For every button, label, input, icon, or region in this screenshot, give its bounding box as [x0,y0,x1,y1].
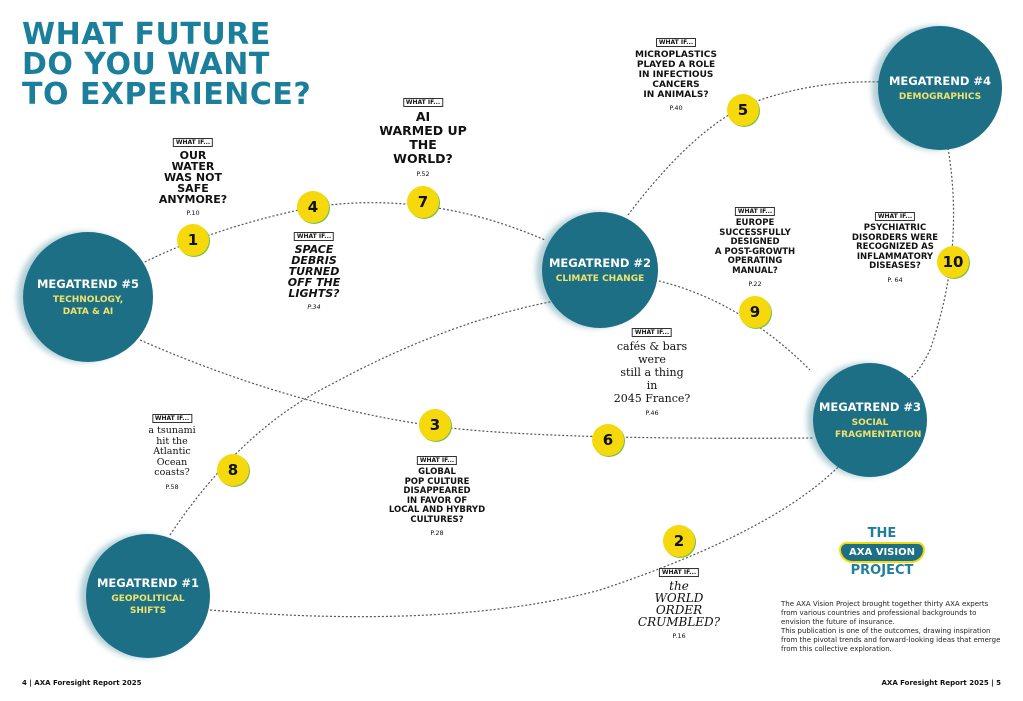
scenario-text: MICROPLASTICS PLAYED A ROLE IN INFECTIOU… [634,50,718,100]
megatrend-2[interactable]: MEGATREND #2 CLIMATE CHANGE [542,212,658,328]
megatrend-subtitle: GEOPOLITICAL SHIFTS [111,593,185,616]
page-ref: P.10 [186,209,200,217]
page-ref: P.34 [307,303,321,311]
axa-vision-project-logo: THE AXA VISION PROJECT [837,527,927,577]
scenario-9: WHAT IF... EUROPE SUCCESSFULLY DESIGNED … [715,205,795,290]
what-if-tag: WHAT IF... [293,232,335,241]
scenario-text: OUR WATER WAS NOT SAFE ANYMORE? [158,149,228,206]
scenario-text: AI WARMED UP THE WORLD? [379,109,467,166]
path-mt2-mt4 [627,81,881,216]
what-if-tag: WHAT IF... [734,207,776,216]
scenario-10: WHAT IF... PSYCHIATRIC DISORDERS WERE RE… [852,210,938,286]
scenario-6: WHAT IF... cafés & bars were still a thi… [613,326,691,419]
page-ref: P.46 [645,409,659,417]
path-mt1-mt2 [169,299,561,536]
scenario-badge-10[interactable]: 10 [937,246,969,278]
page-ref: P.28 [430,529,444,537]
scenario-badge-7[interactable]: 7 [407,186,439,218]
megatrend-3[interactable]: MEGATREND #3 SOCIAL FRAGMENTATION [813,363,927,477]
scenario-5: WHAT IF... MICROPLASTICS PLAYED A ROLE I… [635,36,717,114]
scenario-badge-1[interactable]: 1 [177,224,209,256]
logo-text: PROJECT [850,563,914,578]
page-ref: P.16 [672,632,686,640]
megatrend-label: MEGATREND #4 [888,73,992,88]
page-ref: P.58 [165,482,179,491]
what-if-tag: WHAT IF... [151,414,193,423]
page-ref: P.52 [416,170,430,178]
scenario-badge-3[interactable]: 3 [419,409,451,441]
scenario-4: WHAT IF... SPACE DEBRIS TURNED OFF THE L… [288,230,340,313]
path-mt1-mt3 [209,459,846,618]
title-line: WHAT FUTURE [22,17,271,52]
footer-left: 4 | AXA Foresight Report 2025 [22,679,142,687]
what-if-tag: WHAT IF... [402,98,444,107]
megatrend-label: MEGATREND #1 [96,575,200,590]
megatrend-5[interactable]: MEGATREND #5 TECHNOLOGY, DATA & AI [23,232,153,362]
page-ref: P.40 [669,104,683,112]
scenario-badge-8[interactable]: 8 [217,454,249,486]
megatrend-subtitle: TECHNOLOGY, DATA & AI [52,294,124,317]
what-if-tag: WHAT IF... [658,568,700,577]
what-if-tag: WHAT IF... [655,38,697,47]
scenario-text: a tsunami hit the Atlantic Ocean coasts? [148,425,196,478]
scenario-text: cafés & bars were still a thing in 2045 … [613,340,691,405]
what-if-tag: WHAT IF... [631,328,673,337]
scenario-text: the WORLD ORDER CRUMBLED? [637,579,721,629]
page-title: WHAT FUTURE DO YOU WANT TO EXPERIENCE? [22,20,311,110]
megatrend-subtitle: DEMOGRAPHICS [898,91,982,102]
scenario-8: WHAT IF... a tsunami hit the Atlantic Oc… [148,412,196,493]
title-line: TO EXPERIENCE? [22,77,312,112]
scenario-7: WHAT IF... AI WARMED UP THE WORLD? P.52 [379,96,467,180]
logo-text: THE [867,526,897,541]
title-line: DO YOU WANT [22,47,270,82]
page-ref: P.22 [748,280,762,288]
megatrend-subtitle: SOCIAL FRAGMENTATION [835,417,922,440]
what-if-tag: WHAT IF... [416,456,458,465]
scenario-text: EUROPE SUCCESSFULLY DESIGNED A POST-GROW… [714,218,796,276]
scenario-2: WHAT IF... the WORLD ORDER CRUMBLED? P.1… [638,566,720,642]
megatrend-label: MEGATREND #2 [548,255,652,270]
path-mt4-mt3 [904,147,955,381]
megatrend-label: MEGATREND #3 [818,399,922,414]
what-if-tag: WHAT IF... [874,212,916,221]
scenario-text: SPACE DEBRIS TURNED OFF THE LIGHTS? [287,243,341,300]
scenario-badge-9[interactable]: 9 [739,296,771,328]
scenario-text: GLOBAL POP CULTURE DISAPPEARED IN FAVOR … [388,467,486,525]
scenario-text: PSYCHIATRIC DISORDERS WERE RECOGNIZED AS… [851,223,939,271]
footer-right: AXA Foresight Report 2025 | 5 [881,679,1002,687]
logo-text: AXA VISION [839,542,925,563]
scenario-badge-4[interactable]: 4 [297,191,329,223]
what-if-tag: WHAT IF... [172,138,214,147]
megatrend-subtitle: CLIMATE CHANGE [555,273,645,284]
scenario-1: WHAT IF... OUR WATER WAS NOT SAFE ANYMOR… [159,136,227,219]
megatrend-label: MEGATREND #5 [36,276,140,291]
megatrend-4[interactable]: MEGATREND #4 DEMOGRAPHICS [878,26,1002,150]
megatrend-1[interactable]: MEGATREND #1 GEOPOLITICAL SHIFTS [86,534,210,658]
path-mt2-mt3 [654,279,811,371]
path-mt5-mt3 [139,339,814,439]
scenario-badge-2[interactable]: 2 [663,525,695,557]
about-paragraph: The AXA Vision Project brought together … [781,600,1001,653]
scenario-3: WHAT IF... GLOBAL POP CULTURE DISAPPEARE… [389,454,485,539]
scenario-badge-6[interactable]: 6 [592,424,624,456]
page-ref: P. 64 [887,275,903,284]
scenario-badge-5[interactable]: 5 [727,94,759,126]
